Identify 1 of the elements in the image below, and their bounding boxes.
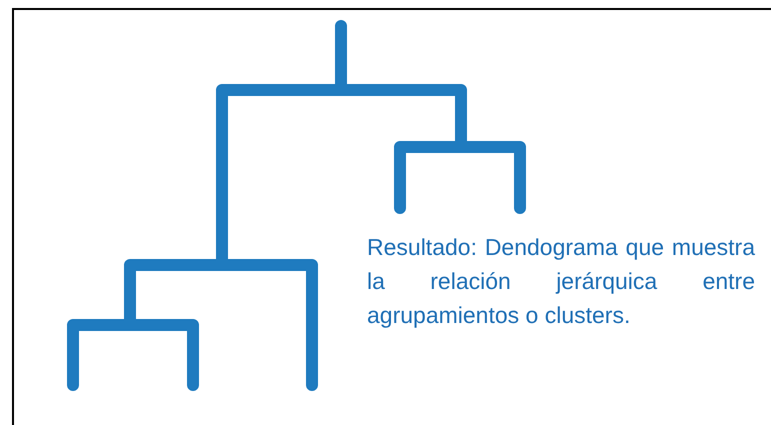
result-note: Resultado: Dendograma que muestra la relación jerárquica entre agrupamientos o clusters. bbox=[367, 233, 755, 330]
